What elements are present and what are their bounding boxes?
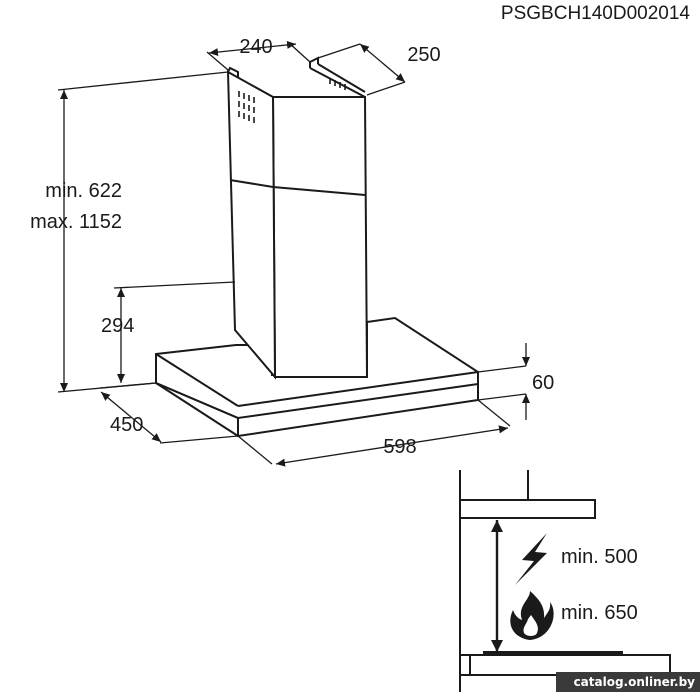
canopy: [155, 316, 479, 438]
chimney-depth-label: 250: [407, 44, 440, 66]
lightning-bolt-icon: [515, 533, 547, 585]
watermark: catalog.onliner.by: [556, 672, 700, 692]
chimney: [226, 56, 369, 380]
height-max-label: max. 1152: [30, 211, 122, 233]
model-code: PSGBCH140D002014: [501, 3, 690, 24]
watermark-text: catalog.onliner.by: [574, 675, 696, 689]
chimney-lower-label: 294: [101, 315, 134, 337]
chimney-width-label: 240: [239, 36, 272, 58]
clearance-diagram: [459, 470, 671, 692]
height-min-label: min. 622: [45, 180, 122, 202]
vent-slots: [238, 78, 346, 123]
dimension-lines: [57, 40, 530, 467]
flame-icon: [510, 591, 554, 640]
canopy-thickness-label: 60: [532, 372, 554, 394]
electric-clearance-label: min. 500: [561, 546, 638, 568]
canopy-width-label: 598: [383, 436, 416, 458]
canopy-depth-label: 450: [110, 414, 143, 436]
hood-drawing: 150: [155, 56, 479, 438]
gas-clearance-label: min. 650: [561, 602, 638, 624]
